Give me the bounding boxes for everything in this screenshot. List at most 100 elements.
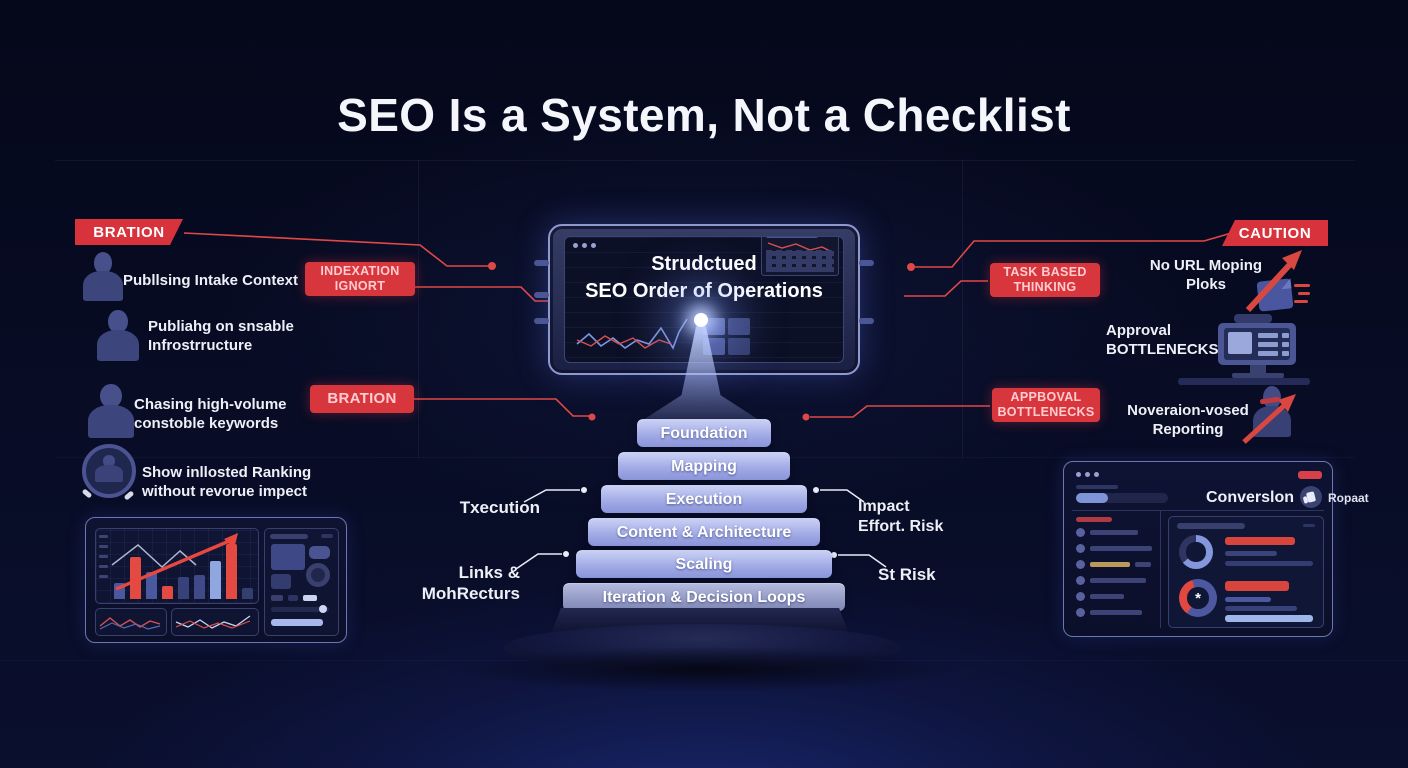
bezel-button [534,318,549,324]
layer-label: Execution [665,490,743,508]
reporting-person-icon [1240,386,1302,450]
red-dash [1294,284,1310,287]
layer-label: Content & Architecture [616,523,792,541]
micro-label [1076,485,1118,489]
pyramid-layer-execution: Execution [601,485,807,513]
person-head [102,454,116,468]
bezel-button [534,260,549,266]
conversion-dashboard: Converslon Ropaat * [1063,461,1369,637]
left-item-label: Show inllosted Ranking without revorue i… [142,464,312,500]
url-mapping-icon [1240,246,1312,318]
monitor-body [1218,323,1296,365]
table-cells [766,250,834,272]
bezel-button [534,292,549,298]
toggle-row [271,595,317,601]
panel-header-bar [270,534,308,539]
side-label-links: Links & MohRecturs [421,563,520,604]
document-icon [1256,278,1294,312]
gauge-tick [123,490,135,501]
person-head [108,310,128,333]
dashboard-header: Converslon [1206,489,1295,506]
donut-chart-red-icon: * [1179,579,1217,617]
metric-bar [1225,551,1277,556]
value-pill [271,619,323,626]
approval-bottlenecks-badge: APPBOVAL BOTTLENECKS [992,388,1100,422]
person-cap-icon [84,384,138,448]
layer-label: Scaling [675,555,733,573]
person-silhouette [93,454,125,487]
banner-label: CAUTION [1238,224,1312,242]
screen-block [1228,332,1252,354]
mini-line-chart [99,617,161,630]
monitor-base [1232,373,1284,378]
shape-block [271,544,305,570]
divider [1160,510,1161,628]
analytics-dashboard [85,517,347,643]
task-based-thinking-badge: TASK BASED THINKING [990,263,1100,297]
dashboard-badge: Ropaat [1328,491,1369,505]
data-table-icon [761,237,839,276]
red-metric-bar [1225,581,1289,591]
pyramid-layer-mapping: Mapping [618,452,790,480]
window-dots-icon [573,243,596,248]
report-card: * [1168,516,1324,628]
gauge-icon [306,563,330,587]
caution-banner: CAUTION [1222,220,1328,246]
monitor-top-pill [1234,314,1272,323]
monitor-title: Strudctued SEO Order of Operations [585,253,823,302]
shape-block [271,574,291,589]
person-silhouette [1250,386,1294,446]
layer-label: Iteration & Decision Loops [602,588,806,606]
left-item-label: Chasing high-volume constoble keywords [134,396,287,432]
thumbs-up-icon [1300,486,1322,508]
red-dash [1294,300,1308,303]
page-title: SEO Is a System, Not a Checklist [337,89,1071,141]
donut-chart-icon [1179,535,1213,569]
summary-panel [264,528,339,636]
line-chart-icon [576,318,688,350]
mini-line-panel [95,608,167,636]
left-warning-banner: BRATION [75,219,183,245]
pyramid-layer-content-architecture: Content & Architecture [588,518,820,546]
person-body [87,405,135,439]
left-item-label: Publlsing Intake Context [123,272,299,289]
banner-label: BRATION [93,223,165,241]
metric-bar [1225,561,1313,566]
person-body [1253,406,1291,438]
right-item-label: Approval BOTTLENECKS [1106,322,1219,358]
pyramid-layer-scaling: Scaling [576,550,832,578]
person-head [100,384,122,409]
background-seam [418,160,419,458]
slider-track [271,607,329,612]
divider [1072,510,1324,511]
panel-header-dash [321,534,333,538]
side-label-risk: St Risk [878,565,936,584]
shape-blob [309,546,330,559]
window-dots-icon [1076,472,1099,477]
pyramid-layer-iteration: Iteration & Decision Loops [563,583,845,611]
background-seam [962,160,963,458]
person-ring-icon [81,444,136,501]
asterisk-mark: * [1195,589,1201,607]
monitor-icon [1210,314,1306,380]
beam-glow [694,313,708,327]
card-header-bar [1177,523,1245,529]
mini-line-panel [171,608,259,636]
person-body [95,465,123,482]
red-dash [1298,292,1310,295]
window-red-button [1298,471,1322,479]
shelf-bar [1178,378,1310,385]
left-item-label: Publiahg on snsable Infrostrructure [148,318,294,354]
pedestal-shadow [450,646,960,692]
indexation-ignort-badge: INDEXATION IGNORT [305,262,415,296]
bezel-button [859,260,874,266]
side-label-execution: Txecution [459,498,540,517]
metric-bar [1225,606,1297,611]
sidebar-red-label [1076,517,1112,522]
layer-label: Foundation [660,424,748,442]
analyst-person-icon [80,252,126,310]
person-body [83,271,123,302]
red-metric-bar [1225,537,1295,545]
light-metric-pill [1225,615,1313,622]
pyramid-layer-foundation: Foundation [637,419,771,447]
